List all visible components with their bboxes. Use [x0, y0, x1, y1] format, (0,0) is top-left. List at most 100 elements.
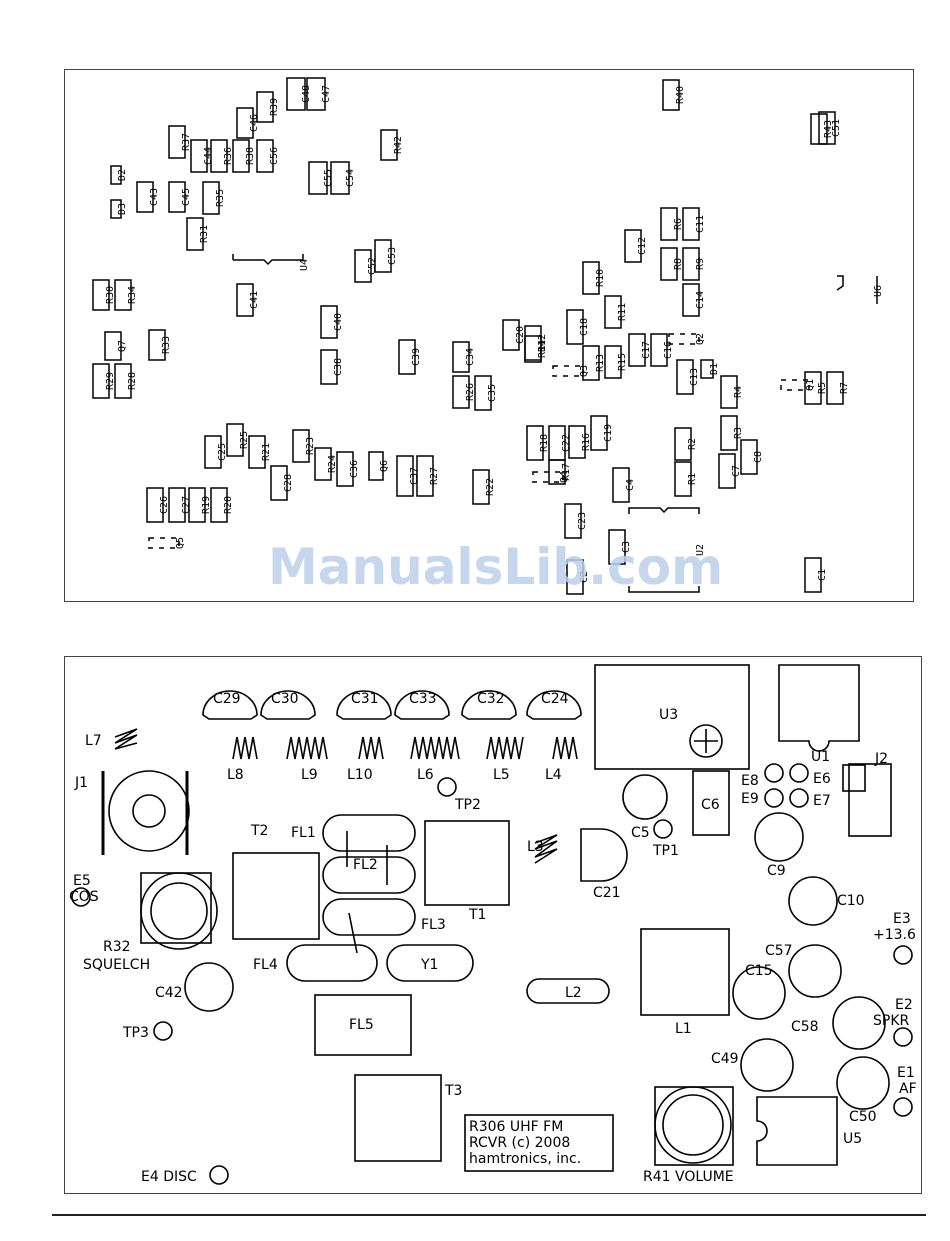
smd-label-r25: R25 — [239, 431, 250, 449]
smd-label-r23: R23 — [305, 437, 316, 455]
smd-part-r34: R34 — [114, 279, 138, 311]
smd-label-c36: C36 — [349, 460, 360, 478]
smd-label-r6: R6 — [673, 218, 684, 230]
c50-label: C50 — [849, 1109, 877, 1125]
smd-label-c41: C41 — [249, 291, 260, 309]
l4-label: L4 — [545, 767, 562, 783]
smd-label-c43: C43 — [149, 188, 160, 206]
smd-label-r16: R16 — [581, 433, 592, 451]
smd-part-c28: C28 — [270, 465, 294, 501]
smd-part-c13: C13 — [676, 359, 700, 395]
smd-part-c43: C43 — [136, 181, 160, 213]
smd-part-r22: R22 — [472, 469, 496, 505]
smd-label-u4: U4 — [299, 259, 310, 271]
e2-label: E2 — [895, 997, 913, 1013]
smd-part-c20: C20 — [502, 319, 526, 351]
smd-part-c3: C3 — [608, 529, 632, 565]
tp2-label: TP2 — [454, 797, 481, 813]
smd-label-r28: R28 — [127, 372, 138, 390]
smd-label-c27: C27 — [181, 496, 192, 514]
smd-label-r3: R3 — [733, 427, 744, 439]
l1-label: L1 — [675, 1021, 692, 1037]
l6-label: L6 — [417, 767, 434, 783]
fl3-label: FL3 — [421, 917, 446, 933]
smd-part-u4: U4 — [232, 254, 310, 271]
smd-part-r35: R35 — [202, 181, 226, 215]
smd-label-r21: R21 — [261, 443, 272, 461]
smd-label-r35: R35 — [215, 189, 226, 207]
smd-label-r15: R15 — [617, 353, 628, 371]
l9-label: L9 — [301, 767, 318, 783]
smd-label-r19: R19 — [201, 496, 212, 514]
smd-label-c55: C55 — [323, 169, 334, 187]
e3-label: E3 — [893, 911, 911, 927]
smd-part-c51: C51 — [818, 111, 842, 145]
smd-part-c23: C23 — [564, 503, 588, 539]
t2-label: T2 — [250, 823, 268, 839]
smd-part-c36: C36 — [336, 451, 360, 487]
c32-label: C32 — [477, 691, 505, 707]
e7-label: E7 — [813, 793, 831, 809]
smd-part-u2: U2 — [628, 507, 706, 593]
smd-label-r11: R11 — [617, 303, 628, 321]
smd-label-r39: R39 — [269, 98, 280, 116]
smd-label-c20: C20 — [515, 326, 526, 344]
c9-label: C9 — [767, 863, 786, 879]
smd-part-c35: C35 — [474, 375, 498, 411]
c21-label: C21 — [593, 885, 621, 901]
smd-label-c45: C45 — [181, 188, 192, 206]
smd-label-c56: C56 — [269, 147, 280, 165]
smd-label-r29: R29 — [105, 372, 116, 390]
smd-part-c56: C56 — [256, 139, 280, 173]
smd-part-r27: R27 — [416, 455, 440, 497]
smd-label-c26: C26 — [159, 496, 170, 514]
smd-part-r15: R15 — [604, 345, 628, 379]
smd-part-r20: R20 — [210, 487, 234, 523]
smd-part-q3: Q3 — [552, 365, 590, 377]
smd-label-c25: C25 — [217, 443, 228, 461]
smd-label-r37: R37 — [181, 133, 192, 151]
smd-part-c48: C48 — [286, 77, 312, 111]
smd-part-c34: C34 — [452, 341, 476, 373]
l8-label: L8 — [227, 767, 244, 783]
smd-label-c1: C1 — [817, 569, 828, 581]
smd-label-r2: R2 — [687, 438, 698, 450]
smd-part-c18: C18 — [566, 309, 590, 345]
board-title-line2: RCVR (c) 2008 — [469, 1135, 570, 1151]
smd-label-c17: C17 — [641, 341, 652, 359]
smd-label-d3: D3 — [117, 203, 128, 215]
smd-part-r9: R9 — [682, 247, 706, 281]
smd-part-q6: Q6 — [368, 451, 390, 481]
smd-part-c27: C27 — [168, 487, 192, 523]
smd-part-r31: R31 — [186, 217, 210, 251]
smd-part-c44: C44 — [190, 139, 214, 173]
u1-label: U1 — [811, 749, 830, 765]
y1-label: Y1 — [420, 957, 438, 973]
smd-label-c13: C13 — [689, 368, 700, 386]
smd-part-r23: R23 — [292, 429, 316, 463]
smd-part-c7: C7 — [718, 453, 742, 489]
smd-part-c41: C41 — [236, 283, 260, 317]
smd-label-r7: R7 — [839, 382, 850, 394]
smd-part-c37: C37 — [396, 455, 420, 497]
smd-part-c8: C8 — [740, 439, 764, 475]
c58-label: C58 — [791, 1019, 819, 1035]
smd-label-r24: R24 — [327, 455, 338, 473]
l3-label: L3 — [527, 839, 544, 855]
smd-label-c16: C16 — [663, 341, 674, 359]
smd-part-c40: C40 — [320, 305, 344, 339]
through-hole-component-map: C29 C30 C31 C33 C32 C24 U3 U1 J2 L7 L8 L… — [69, 664, 917, 1185]
smd-part-d2: D2 — [110, 165, 128, 185]
smd-label-c38: C38 — [333, 358, 344, 376]
smd-label-r30: R30 — [105, 286, 116, 304]
smd-part-r3: R3 — [720, 415, 744, 451]
l5-label: L5 — [493, 767, 510, 783]
t3-label: T3 — [444, 1083, 462, 1099]
smd-part-c4: C4 — [612, 467, 636, 503]
smd-label-r18: R18 — [539, 434, 550, 452]
smd-label-c2: C2 — [579, 571, 590, 583]
smd-label-c14: C14 — [695, 291, 706, 309]
smd-label-c46: C46 — [249, 114, 260, 132]
smd-label-c8: C8 — [753, 451, 764, 463]
smd-part-r36: R36 — [210, 139, 234, 173]
